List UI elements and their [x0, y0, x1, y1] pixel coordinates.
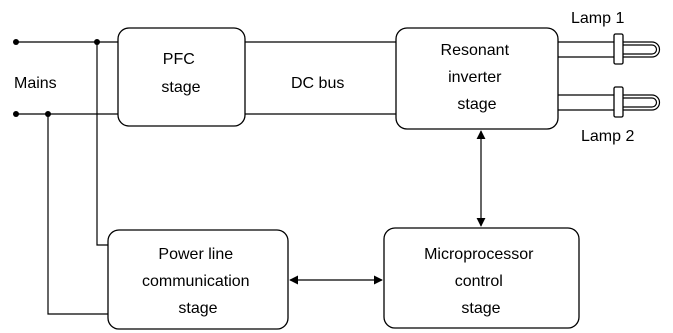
dc-bus-wires [245, 41, 396, 115]
pfc-stage-block: PFC stage [117, 27, 246, 127]
lamp-1 [558, 33, 661, 65]
microprocessor-control-block: Microprocessor control stage [383, 227, 580, 329]
power-line-communication-block: Power line communication stage [107, 229, 289, 330]
pfc-stage-label: PFC stage [161, 51, 200, 96]
mains-label: Mains [14, 75, 57, 92]
power-line-communication-label: Power line communication stage [142, 246, 254, 317]
lamp-2 [558, 86, 661, 118]
lamp-1-label: Lamp 1 [571, 10, 624, 27]
dc-bus-label: DC bus [291, 75, 344, 92]
lamp-2-label: Lamp 2 [581, 128, 634, 145]
mains-terminal-bottom [13, 111, 19, 117]
resonant-inverter-label: Resonant inverter stage [441, 42, 514, 113]
mains-terminal-top [13, 39, 19, 45]
resonant-inverter-block: Resonant inverter stage [395, 27, 559, 130]
microprocessor-control-label: Microprocessor control stage [424, 246, 538, 317]
mains-wires [13, 39, 118, 315]
